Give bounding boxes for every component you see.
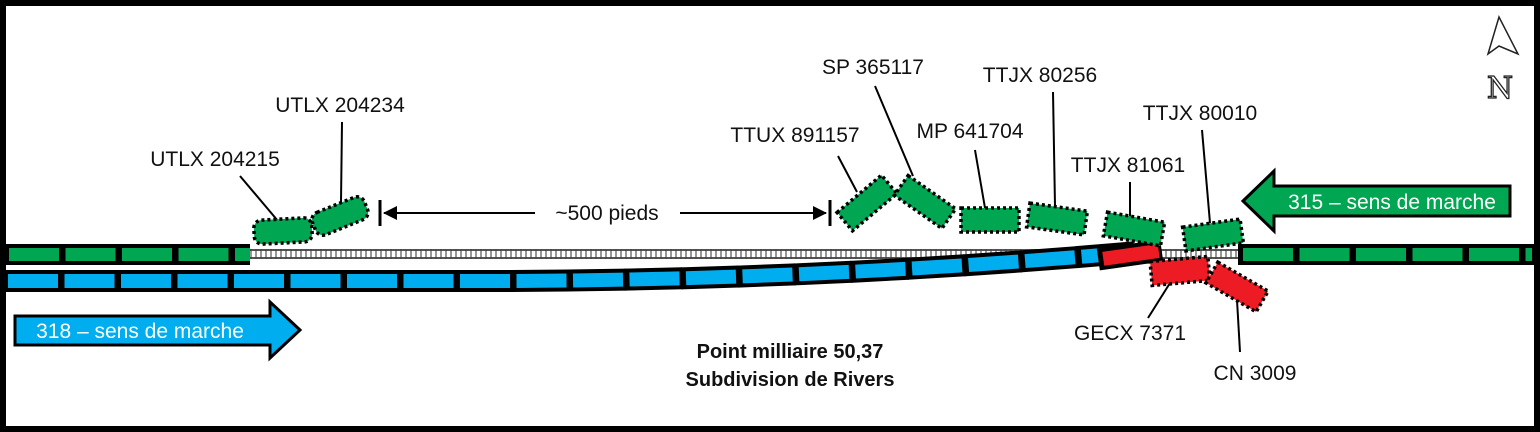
- rail-car: [624, 267, 683, 291]
- leader-line: [1201, 129, 1211, 224]
- car-id-label: MP 641704: [916, 120, 1023, 143]
- car-body: [252, 216, 314, 246]
- direction-arrow-318: 318 – sens de marche: [13, 298, 303, 362]
- rail-car: [65, 248, 116, 261]
- direction-arrow-315: 315 – sens de marche: [1240, 167, 1512, 235]
- rail-car: [454, 269, 514, 293]
- rail-car: [1243, 248, 1293, 261]
- rail-car: [567, 268, 627, 292]
- rail-car: [511, 269, 570, 292]
- leader-line: [974, 149, 986, 209]
- distance-label: ~500 pieds: [555, 202, 658, 225]
- train-318: [3, 239, 1164, 293]
- leader-line: [340, 121, 343, 203]
- car-id-label: TTJX 81061: [1071, 154, 1185, 177]
- rail-car: [122, 248, 172, 261]
- leader-line: [1147, 282, 1171, 319]
- rail-car: [1356, 248, 1406, 261]
- derailed-car: TTUX 891157: [730, 124, 900, 234]
- leader-line: [1052, 91, 1056, 207]
- car-id-label: UTLX 204234: [275, 94, 405, 117]
- derailed-car: CN 3009: [1203, 259, 1297, 385]
- derailed-car: TTJX 80010: [1143, 102, 1257, 253]
- rail-car: [1019, 246, 1079, 273]
- car-body: [1203, 259, 1271, 315]
- leader-line: [239, 175, 279, 222]
- trains: [3, 239, 1536, 293]
- leader-line: [837, 155, 858, 193]
- car-id-label: TTJX 80010: [1143, 102, 1257, 125]
- rail-car: [59, 270, 118, 292]
- rail-car: [849, 257, 910, 283]
- train-315-right: [1238, 244, 1536, 265]
- rail-car: [9, 248, 59, 261]
- derailed-car: UTLX 204234: [275, 94, 405, 237]
- compass-letter: N: [1487, 71, 1513, 106]
- rail-car-red: [1096, 239, 1164, 271]
- direction-315-label: 315 – sens de marche: [1288, 191, 1496, 214]
- car-body: [310, 195, 370, 237]
- rail-car: [3, 270, 61, 292]
- rail-car: [116, 270, 174, 292]
- rail-car: [398, 270, 457, 292]
- rail-car: [680, 265, 740, 290]
- car-body: [1024, 201, 1090, 237]
- train-315-left: [4, 244, 250, 265]
- rail-car: [342, 270, 400, 292]
- car-body: [1101, 210, 1167, 248]
- car-body: [959, 206, 1021, 234]
- derailed-car: TTJX 81061: [1071, 154, 1185, 248]
- rail-car: [229, 270, 287, 292]
- rail-car: [1525, 248, 1532, 261]
- rail-car: [737, 263, 796, 288]
- car-id-label: TTUX 891157: [730, 124, 859, 147]
- car-id-label: GECX 7371: [1074, 322, 1186, 345]
- derailed-car: GECX 7371: [1074, 254, 1212, 345]
- rail-car: [1299, 248, 1350, 261]
- rail-car: [962, 250, 1023, 277]
- leader-line: [1236, 299, 1241, 353]
- leader-line: [874, 85, 914, 177]
- subdivision-label: Subdivision de Rivers: [686, 369, 895, 391]
- rail-car: [172, 270, 231, 292]
- derailed-car: UTLX 204215: [150, 148, 314, 246]
- rail-car: [235, 248, 250, 261]
- rail-car: [178, 248, 229, 261]
- car-id-label: UTLX 204215: [150, 148, 280, 171]
- north-arrow-icon: N: [1486, 14, 1520, 107]
- car-id-label: CN 3009: [1214, 362, 1297, 385]
- rail-car: [1469, 248, 1519, 261]
- car-id-label: SP 365117: [822, 56, 924, 79]
- car-body: [1148, 254, 1212, 288]
- rail-car: [793, 260, 853, 286]
- car-body: [834, 172, 900, 234]
- direction-318-label: 318 – sens de marche: [36, 320, 244, 343]
- derailed-car: MP 641704: [916, 120, 1024, 234]
- distance-dimension: ~500 pieds: [378, 200, 832, 226]
- car-id-label: TTJX 80256: [983, 64, 1097, 87]
- car-body: [1180, 217, 1246, 253]
- rail-car: [1412, 248, 1463, 261]
- derailed-car: TTJX 80256: [983, 64, 1097, 237]
- rail-car: [285, 270, 344, 292]
- milepost-label: Point milliaire 50,37: [697, 341, 884, 363]
- rail-car: [906, 254, 966, 280]
